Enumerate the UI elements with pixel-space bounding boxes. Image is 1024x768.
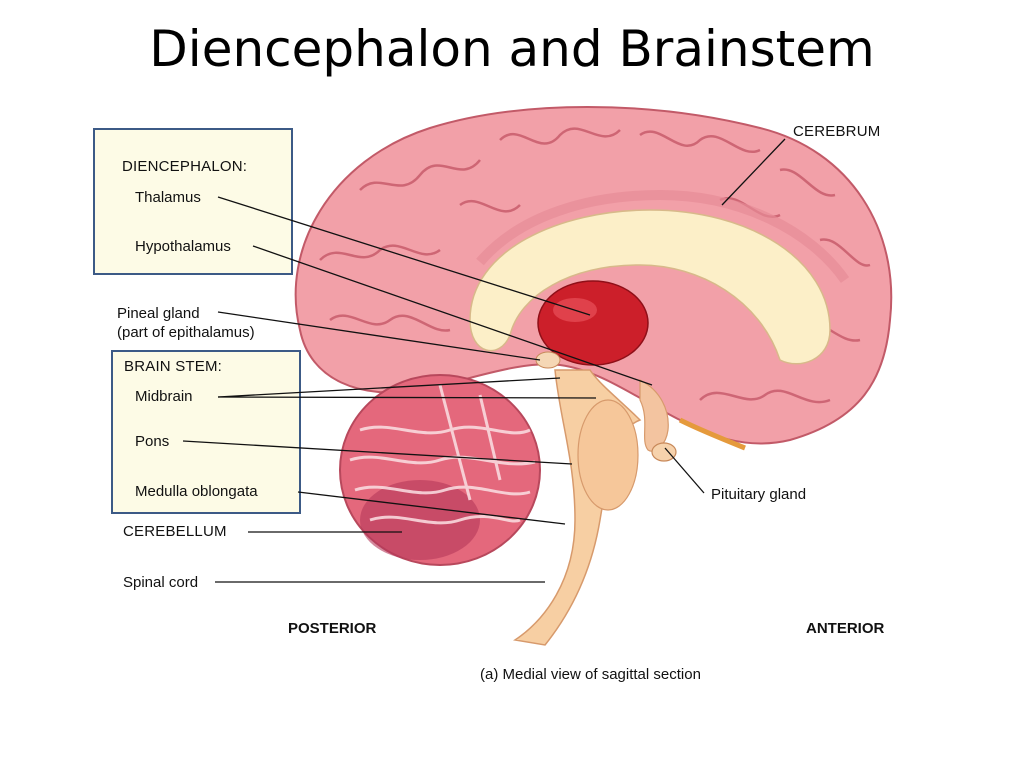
cerebrum-shape bbox=[294, 106, 893, 445]
pineal-note-label: (part of epithalamus) bbox=[117, 324, 255, 341]
leader-lines bbox=[182, 138, 786, 583]
brain-stem-heading: BRAIN STEM: bbox=[124, 358, 223, 375]
thalamus-shape bbox=[537, 280, 649, 366]
cerebrum-label: CEREBRUM bbox=[793, 123, 881, 140]
pineal-gland-label: Pineal gland bbox=[117, 305, 200, 322]
diencephalon-heading: DIENCEPHALON: bbox=[122, 158, 248, 175]
pons-shape bbox=[577, 399, 639, 511]
thalamus-label: Thalamus bbox=[135, 189, 201, 206]
spinal-cord-label: Spinal cord bbox=[123, 574, 199, 591]
diencephalon-box bbox=[93, 128, 293, 275]
hypothalamus-label: Hypothalamus bbox=[135, 238, 231, 255]
optic-nerve-shape bbox=[678, 417, 746, 451]
midbrain-label: Midbrain bbox=[135, 388, 193, 405]
page-title: Diencephalon and Brainstem bbox=[149, 20, 875, 78]
pons-label: Pons bbox=[135, 433, 170, 450]
brain-stem-box bbox=[111, 350, 301, 514]
posterior-label: POSTERIOR bbox=[288, 620, 377, 637]
medulla-label: Medulla oblongata bbox=[135, 483, 258, 500]
cerebellum-shape bbox=[339, 374, 541, 566]
figure-caption: (a) Medial view of sagittal section bbox=[480, 666, 701, 683]
cerebellum-label: CEREBELLUM bbox=[123, 523, 227, 540]
pituitary-shape bbox=[651, 442, 677, 462]
corpus-callosum-shape bbox=[469, 209, 831, 365]
pituitary-gland-label: Pituitary gland bbox=[711, 486, 807, 503]
anterior-label: ANTERIOR bbox=[806, 620, 885, 637]
